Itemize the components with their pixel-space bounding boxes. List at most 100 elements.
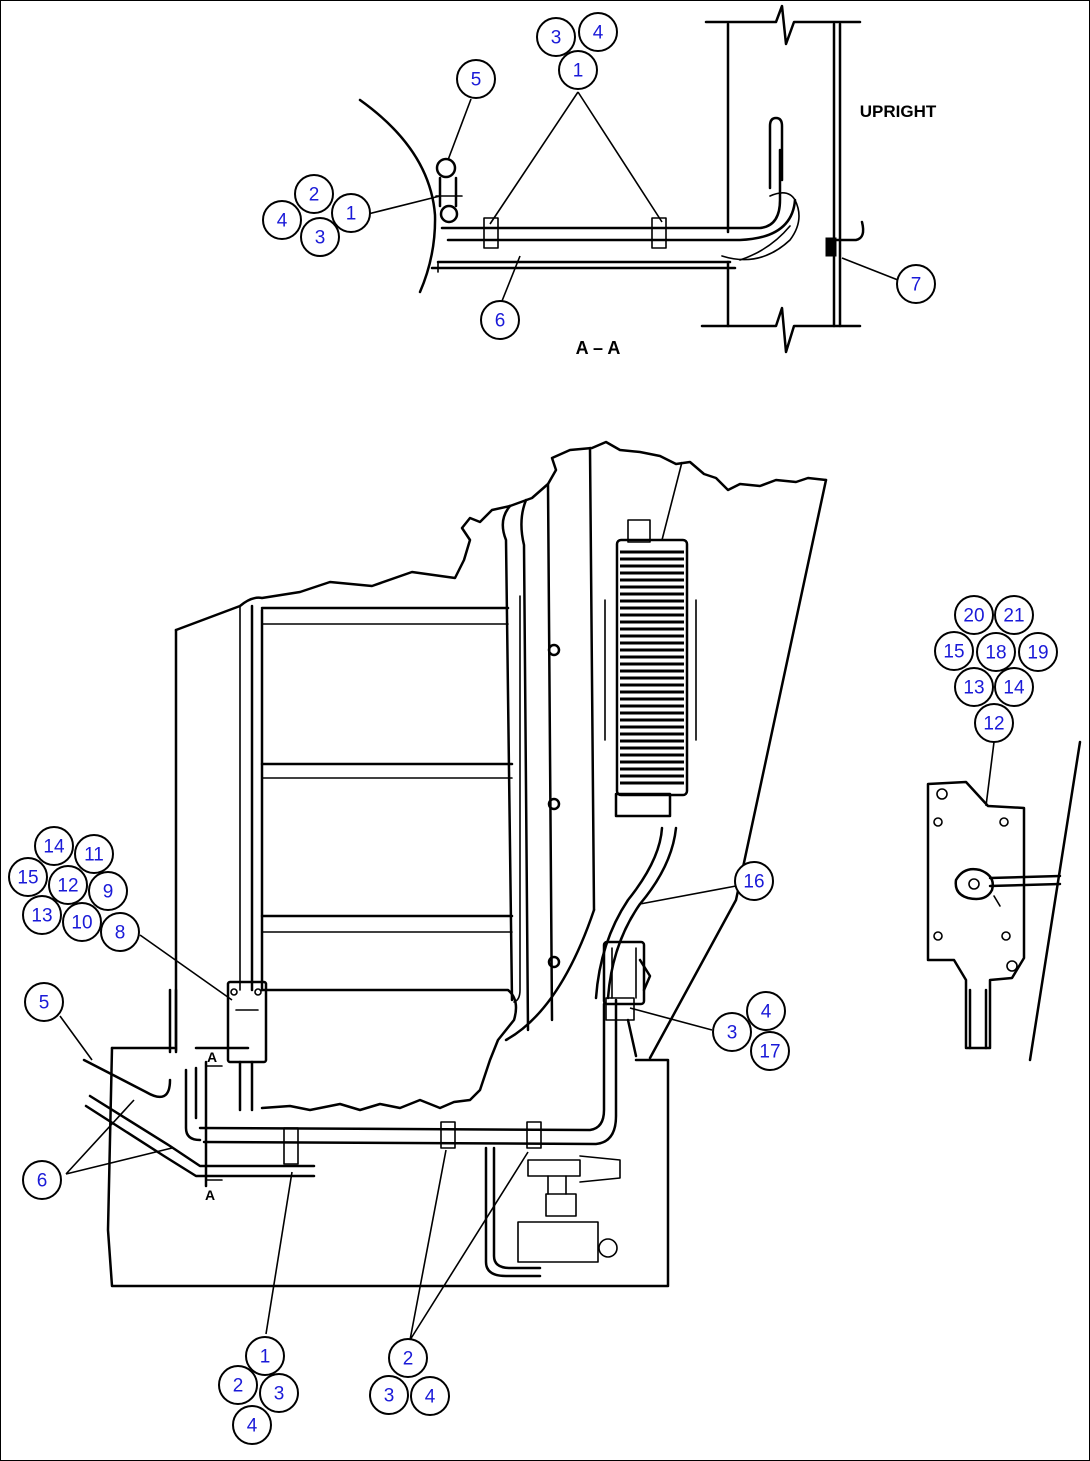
tank-base xyxy=(106,1046,670,1288)
left-hose-b xyxy=(88,1094,316,1168)
bottom-clamp-1 xyxy=(283,1127,299,1165)
detail-hole-2 xyxy=(933,817,943,827)
frame-hole-3 xyxy=(547,955,561,969)
hose-bottom-upper xyxy=(198,1002,606,1132)
upright-fitting xyxy=(830,220,865,242)
callout-circle xyxy=(22,1160,62,1200)
leader-cooler xyxy=(661,461,683,541)
callout-number: 4 xyxy=(425,1387,436,1408)
callout-circle xyxy=(369,1375,409,1415)
callout-bubble: 6 xyxy=(480,300,520,340)
callout-number: 14 xyxy=(1003,678,1025,699)
callout-bubble: 20 xyxy=(954,595,994,635)
callout-circle xyxy=(88,871,128,911)
cooler-core xyxy=(604,519,697,818)
callout-number: 13 xyxy=(963,678,984,699)
callout-circle xyxy=(954,667,994,707)
callout-bubble: 4 xyxy=(410,1376,450,1416)
callout-number: 3 xyxy=(274,1384,285,1405)
callout-bubble: 3 xyxy=(259,1373,299,1413)
callout-number: 6 xyxy=(495,311,506,332)
callout-circle xyxy=(74,834,114,874)
callout-circle xyxy=(480,300,520,340)
callout-circle xyxy=(1018,632,1058,672)
callout-circle xyxy=(294,174,334,214)
callout-bubble: 2 xyxy=(388,1338,428,1378)
bracket-eye-upper xyxy=(435,157,457,179)
callout-number: 3 xyxy=(727,1023,738,1044)
hose-bottom-lower xyxy=(202,998,618,1146)
left-hose-c xyxy=(84,1104,316,1178)
callout-bubble: 12 xyxy=(48,865,88,905)
section-aa-view: UPRIGHT A – A xyxy=(358,4,937,358)
valve-assembly xyxy=(602,940,652,1058)
callout-number: 20 xyxy=(963,606,984,627)
torn-bottom-edge xyxy=(260,988,518,1112)
detail-hole-5 xyxy=(1001,931,1011,941)
left-hose-d xyxy=(184,1068,202,1142)
callout-bubble: 15 xyxy=(934,631,974,671)
callout-number: 2 xyxy=(403,1349,414,1370)
callout-bubble: 2 xyxy=(218,1365,258,1405)
callout-circle xyxy=(994,667,1034,707)
callout-circle xyxy=(218,1365,258,1405)
callout-circle xyxy=(578,12,618,52)
section-view-label: A – A xyxy=(576,338,621,358)
callout-bubble: 1 xyxy=(558,50,598,90)
callout-number: 15 xyxy=(17,868,38,889)
callout-number: 1 xyxy=(573,61,584,82)
tank-post xyxy=(168,988,178,1054)
frame-vertical-line xyxy=(588,446,596,912)
callout-number: 9 xyxy=(103,882,114,903)
callout-bubble: 18 xyxy=(976,632,1016,672)
section-mark-top: A xyxy=(207,1049,217,1065)
callout-number: 2 xyxy=(233,1376,244,1397)
callout-bubble: 7 xyxy=(896,264,936,304)
upright-fitting-nut xyxy=(825,237,837,257)
callout-bubble: 14 xyxy=(994,667,1034,707)
detail-pin xyxy=(993,895,1001,907)
cooler-fins xyxy=(620,550,684,785)
detail-lever xyxy=(954,867,994,901)
callout-circle xyxy=(456,59,496,99)
leader-main-6 xyxy=(65,1099,173,1175)
callout-circle xyxy=(300,217,340,257)
upright-bottom-break xyxy=(700,306,862,354)
hose-cooler-a xyxy=(594,826,664,1000)
callout-circle xyxy=(994,595,1034,635)
callout-circle xyxy=(410,1376,450,1416)
bottom-clamp-2 xyxy=(440,1121,456,1149)
hose-down-branch-2 xyxy=(492,1146,542,1270)
callout-circle xyxy=(712,1012,752,1052)
callout-bubble: 3 xyxy=(300,217,340,257)
callout-number: 12 xyxy=(57,876,78,897)
callout-circle xyxy=(536,17,576,57)
detail-hole-3 xyxy=(999,817,1009,827)
callout-number: 8 xyxy=(115,923,126,944)
callout-bubble: 15 xyxy=(8,857,48,897)
frame-hole-2 xyxy=(547,797,561,811)
detail-pivot xyxy=(968,878,980,890)
detail-switch-view xyxy=(926,740,1082,1062)
detail-rod xyxy=(988,874,1062,888)
leader-detail xyxy=(985,741,995,807)
callout-bubble: 4 xyxy=(578,12,618,52)
callout-bubble: 1 xyxy=(331,193,371,233)
detail-hole-1 xyxy=(936,788,948,800)
callout-circle xyxy=(8,857,48,897)
callout-number: 1 xyxy=(346,204,357,225)
callout-number: 3 xyxy=(551,28,562,49)
callout-number: 18 xyxy=(985,643,1006,664)
callout-bubble: 17 xyxy=(750,1031,790,1071)
leader-aa-top xyxy=(489,91,663,225)
leader-main-right xyxy=(629,1007,713,1031)
leader-bottom-mid xyxy=(409,1149,529,1341)
callout-bubble: 4 xyxy=(262,200,302,240)
bracket-body xyxy=(438,176,458,208)
diagonal-edge xyxy=(648,478,828,1060)
callout-bubble: 4 xyxy=(746,991,786,1031)
callout-number: 16 xyxy=(743,872,764,893)
hose-loop xyxy=(721,192,800,261)
